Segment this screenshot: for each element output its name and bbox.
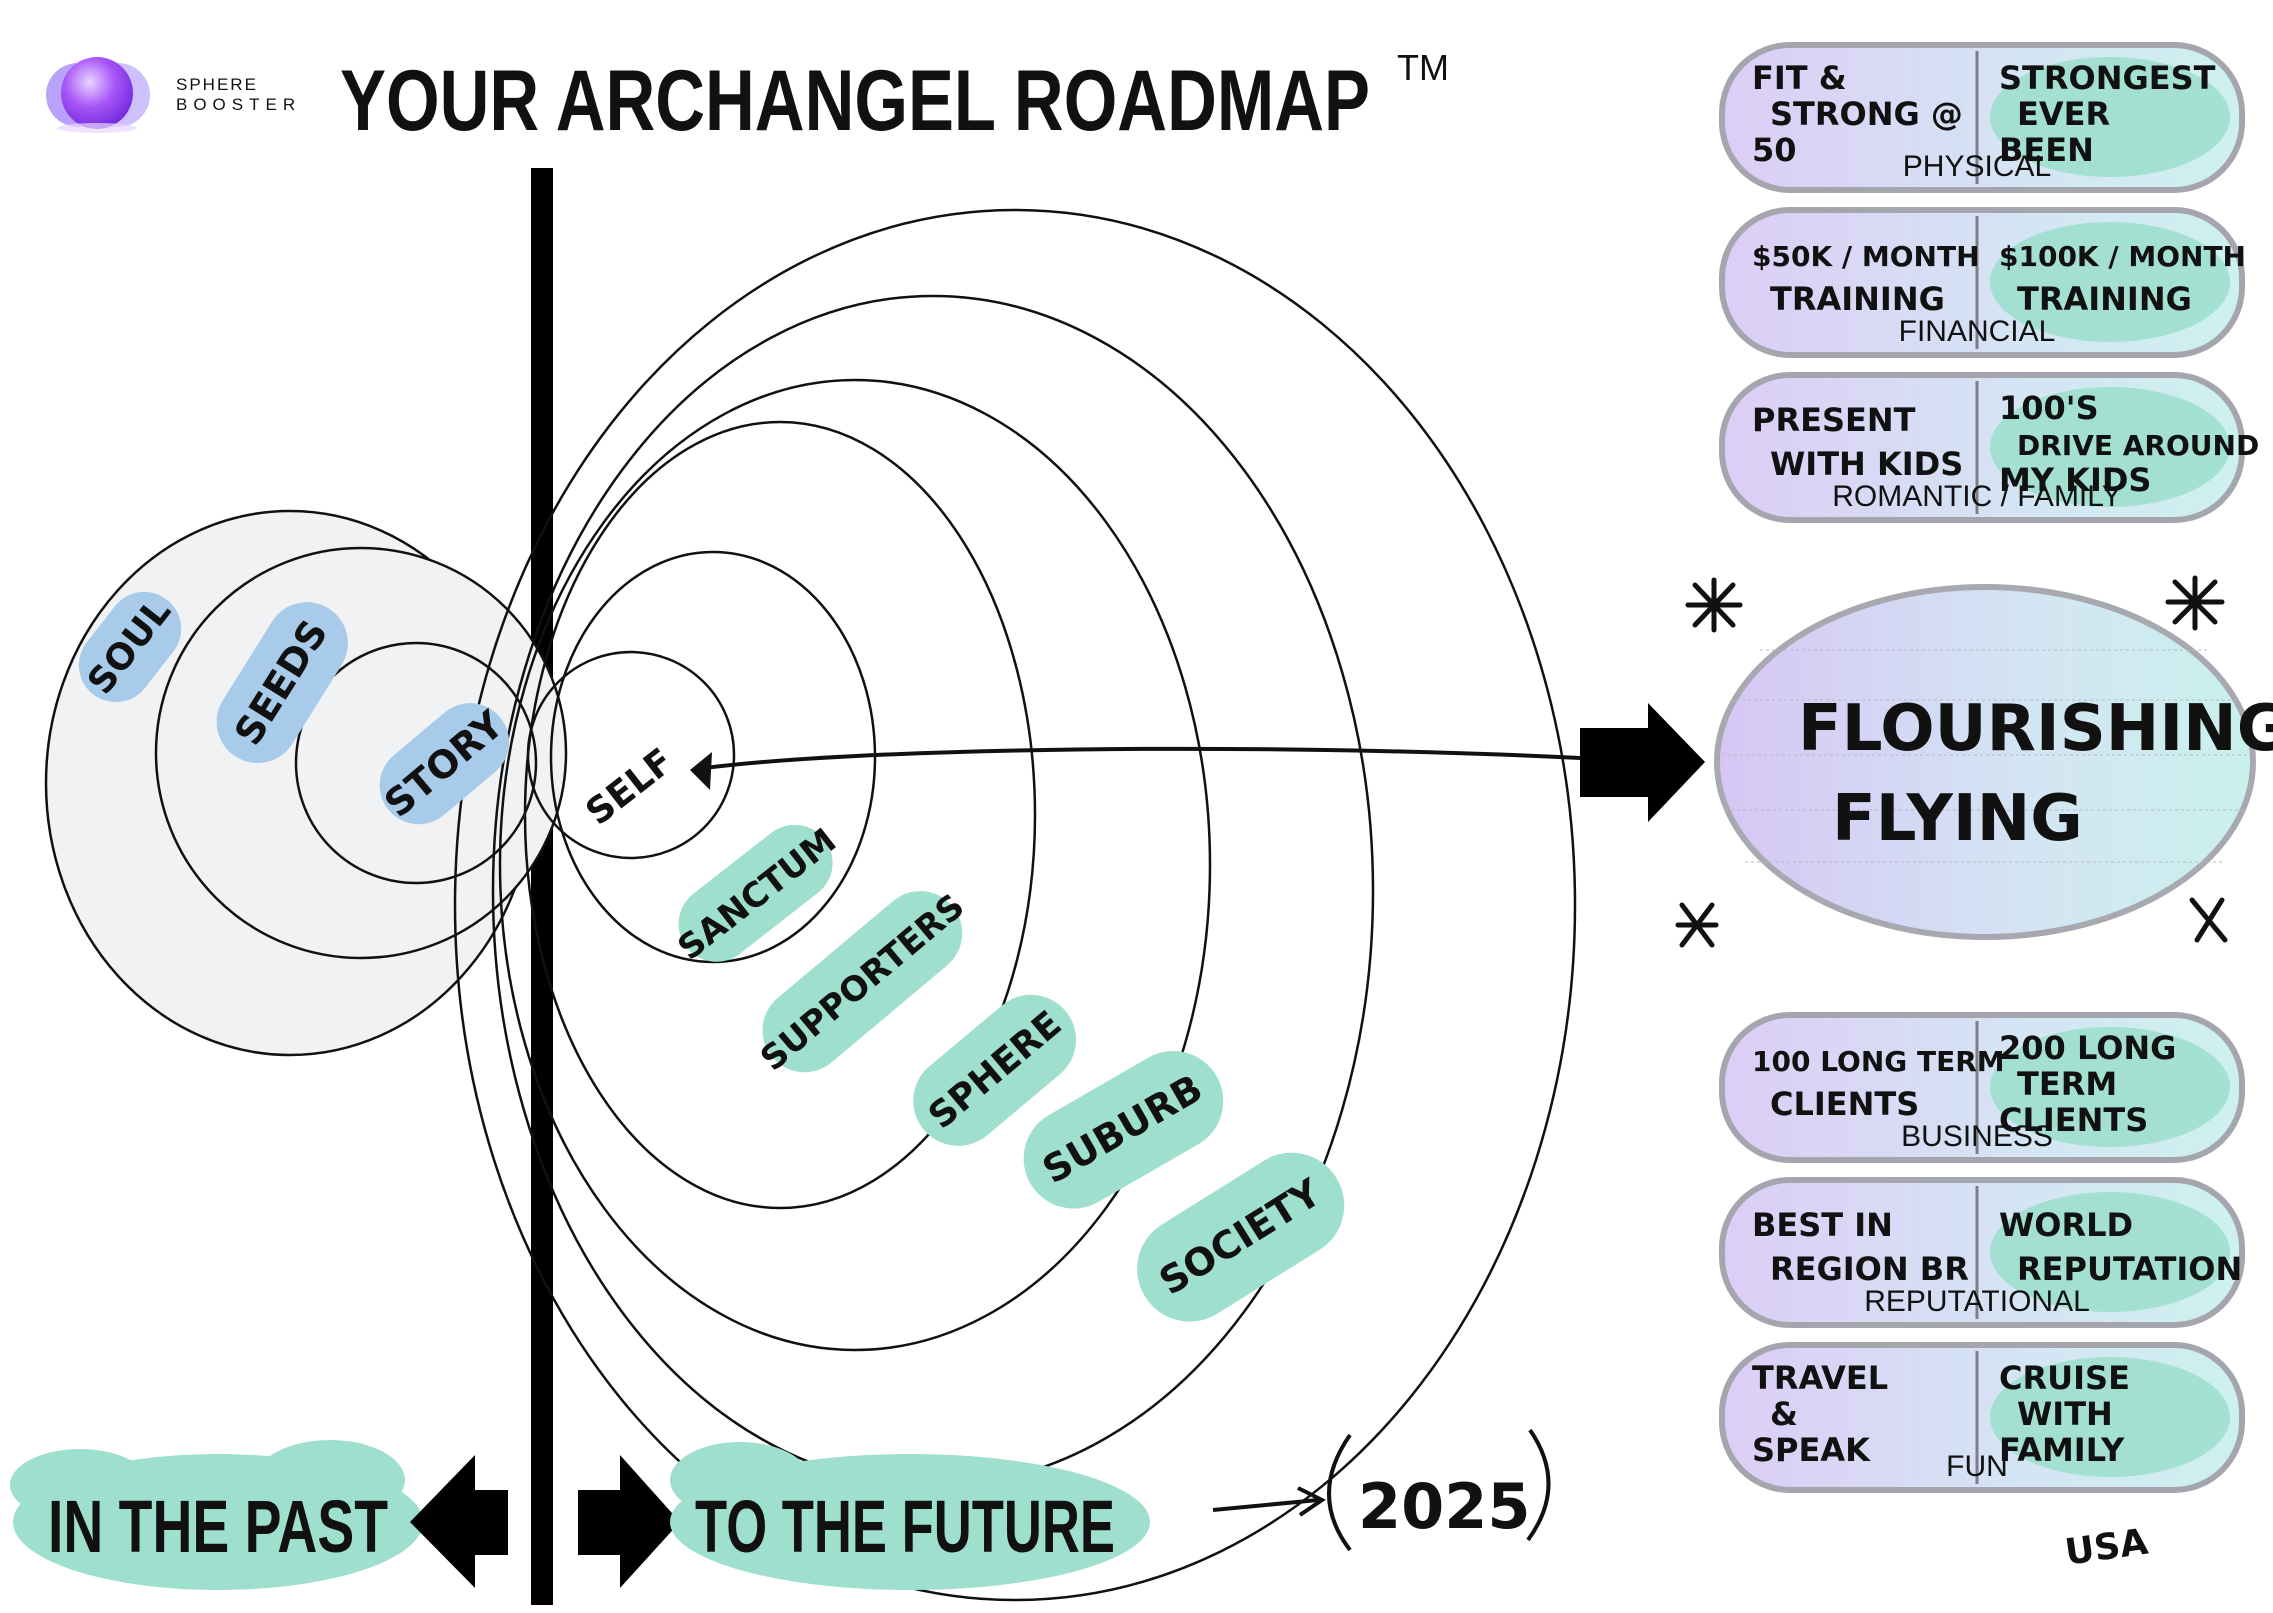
arrow-left-icon bbox=[410, 1455, 508, 1588]
extra-note: USA bbox=[2063, 1521, 2151, 1573]
self-arrowhead-icon bbox=[690, 752, 712, 790]
pillar-now-text: 50 bbox=[1752, 131, 1797, 169]
pillar-target-text: TERM bbox=[2017, 1065, 2117, 1103]
future-label-self: SELF bbox=[579, 741, 682, 834]
pillar-now-text: CLIENTS bbox=[1770, 1085, 1919, 1123]
star-doodle-icon bbox=[2165, 575, 2225, 631]
pillar-card: REPUTATIONAL BEST IN REGION BR WORLD REPUTAT… bbox=[1719, 1177, 2245, 1328]
pillar-target-text: CLIENTS bbox=[1999, 1101, 2148, 1139]
pillar-now-text: & bbox=[1770, 1395, 1798, 1433]
pillar-now-text: PRESENT bbox=[1752, 401, 1916, 439]
pillar-now-text: TRAVEL bbox=[1752, 1359, 1888, 1397]
pillar-target-text: 200 LONG bbox=[1999, 1029, 2176, 1067]
future-circles bbox=[453, 208, 1577, 1602]
pillar-card: ROMANTIC / FAMILY PRESENT WITH KIDS 100'SDR… bbox=[1719, 372, 2259, 523]
pillar-now-text: BEST IN bbox=[1752, 1206, 1893, 1244]
pillar-card: FINANCIAL $50K / MONTH TRAINING $100K / MON… bbox=[1719, 207, 2246, 358]
arrow-doodle-icon bbox=[1297, 1486, 1326, 1517]
pillar-target-text: FAMILY bbox=[1999, 1431, 2125, 1469]
pillar-now-text: STRONG @ bbox=[1770, 95, 1963, 133]
goal-arrow-icon bbox=[1580, 703, 1705, 822]
pillar-target-text: 100'S bbox=[1999, 389, 2099, 427]
future-label-sanctum: SANCTUM bbox=[671, 821, 844, 969]
cross-doodle-icon bbox=[2189, 897, 2228, 943]
pillar-target-text: WITH bbox=[2017, 1395, 2113, 1433]
pillar-target-text: TRAINING bbox=[2017, 280, 2192, 318]
future-label: TO THE FUTURE bbox=[695, 1485, 1115, 1568]
pillar-category: ROMANTIC / FAMILY bbox=[1832, 480, 2121, 513]
brand-logo bbox=[46, 57, 150, 133]
pillar-now-text: 100 LONG TERM bbox=[1752, 1045, 2005, 1078]
pillar-category: REPUTATIONAL bbox=[1864, 1285, 2090, 1318]
pillar-now-text: SPEAK bbox=[1752, 1431, 1871, 1469]
cross-doodle-icon bbox=[1675, 902, 1719, 948]
sphere-logo-icon bbox=[61, 57, 133, 129]
goal-line1: FLOURISHING bbox=[1798, 692, 2273, 766]
pillar-target-text: CRUISE bbox=[1999, 1359, 2130, 1397]
brand-line2: BOOSTER bbox=[176, 95, 301, 114]
pillar-target-text: REPUTATION bbox=[2017, 1250, 2242, 1288]
trademark: TM bbox=[1397, 47, 1449, 88]
pillar-category: FINANCIAL bbox=[1899, 315, 2056, 348]
brand-line1: SPHERE bbox=[176, 75, 258, 94]
star-doodle-icon bbox=[1685, 577, 1743, 633]
timeline-divider bbox=[531, 168, 553, 1605]
pillar-now-text: $50K / MONTH bbox=[1752, 240, 1980, 273]
pillar-target-text: DRIVE AROUND bbox=[2017, 429, 2259, 462]
page-title: YOUR ARCHANGEL ROADMAP bbox=[340, 53, 1370, 149]
pillar-card: BUSINESS 100 LONG TERM CLIENTS 200 LONGTERM… bbox=[1719, 1012, 2245, 1163]
pillar-cards: PHYSICAL FIT &STRONG @50 STRONGESTEVERBEEN… bbox=[1719, 42, 2259, 1493]
pillar-now-text: REGION BR bbox=[1770, 1250, 1969, 1288]
self-to-goal-line bbox=[704, 746, 1581, 770]
svg-text:2025: 2025 bbox=[1358, 1470, 1531, 1543]
pillar-target-text: EVER bbox=[2017, 95, 2110, 133]
pillar-category: PHYSICAL bbox=[1903, 150, 2051, 183]
pillar-now-text: TRAINING bbox=[1770, 280, 1945, 318]
pillar-category: FUN bbox=[1946, 1450, 2008, 1483]
pillar-category: BUSINESS bbox=[1901, 1120, 2053, 1153]
past-label: IN THE PAST bbox=[48, 1485, 388, 1568]
pillar-now-text: FIT & bbox=[1752, 59, 1847, 97]
pillar-target-text: $100K / MONTH bbox=[1999, 240, 2246, 273]
future-banner: TO THE FUTURE bbox=[670, 1442, 1150, 1590]
pillar-target-text: MY KIDS bbox=[1999, 461, 2151, 499]
pillar-target-text: BEEN bbox=[1999, 131, 2094, 169]
goal-line2: FLYING bbox=[1832, 782, 2083, 856]
pillar-now-text: WITH KIDS bbox=[1770, 445, 1963, 483]
goal-card: FLOURISHING FLYING bbox=[1714, 584, 2273, 940]
pillar-target-text: WORLD bbox=[1999, 1206, 2133, 1244]
past-banner: IN THE PAST bbox=[10, 1440, 423, 1590]
year-note: 2025 bbox=[1212, 1428, 1551, 1552]
arrow-right-icon bbox=[578, 1455, 680, 1588]
pillar-target-text: STRONGEST bbox=[1999, 59, 2216, 97]
past-circles bbox=[44, 509, 568, 1057]
